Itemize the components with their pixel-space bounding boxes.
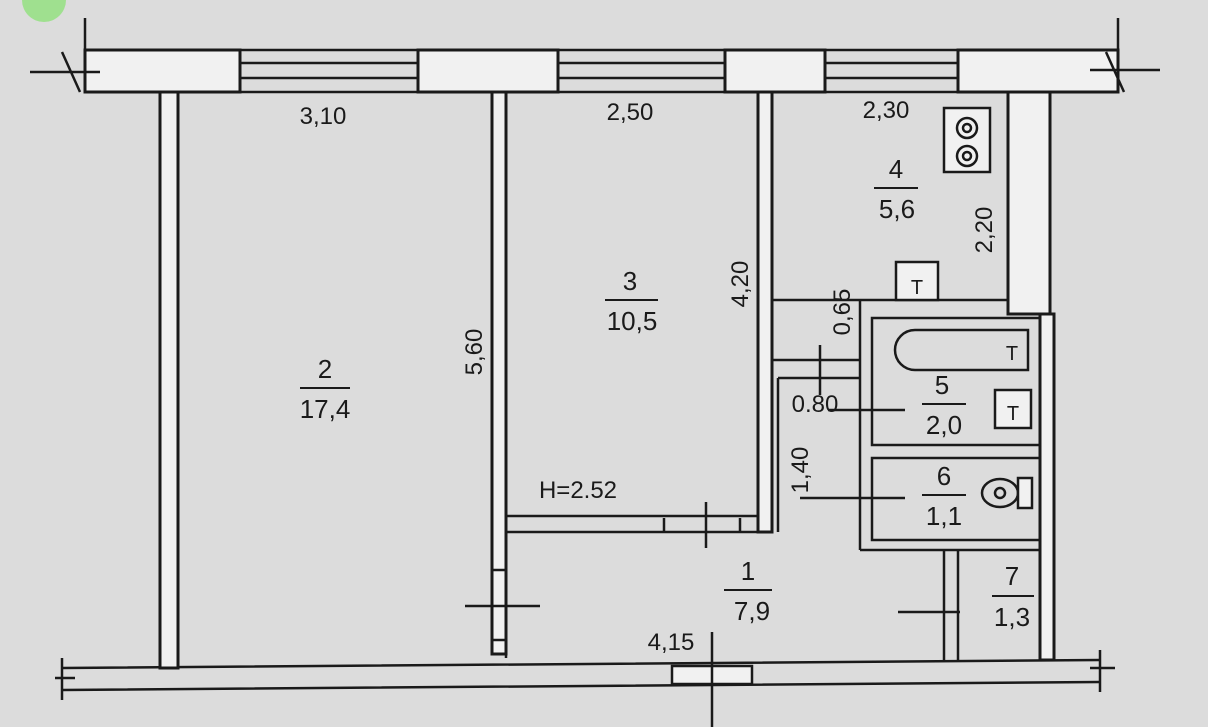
room-1-number: 1 bbox=[741, 556, 755, 586]
room-3-area: 10,5 bbox=[607, 306, 658, 336]
room-2-area: 17,4 bbox=[300, 394, 351, 424]
washbasin-tap: T bbox=[1007, 403, 1019, 425]
bathtub-icon: T bbox=[893, 328, 1030, 372]
room-5-label: 5 2,0 bbox=[922, 370, 966, 440]
dim-kitchen-depth: 2,20 bbox=[971, 207, 998, 254]
toilet-icon bbox=[980, 476, 1034, 510]
room-7-number: 7 bbox=[1005, 561, 1019, 591]
room-1-label: 1 7,9 bbox=[724, 556, 772, 626]
room-6-number: 6 bbox=[937, 461, 951, 491]
room-6-label: 6 1,1 bbox=[922, 461, 966, 531]
dim-hall-length: 4,15 bbox=[648, 629, 695, 656]
stove-icon bbox=[942, 106, 992, 174]
dim-room2-depth: 5,60 bbox=[461, 329, 488, 376]
room-4-area: 5,6 bbox=[879, 194, 915, 224]
bottom-exterior-wall bbox=[55, 632, 1115, 727]
room-2-label: 2 17,4 bbox=[300, 354, 351, 424]
dim-room3-depth: 4,20 bbox=[727, 261, 754, 308]
dim-bath-block-depth: 1,40 bbox=[787, 447, 814, 494]
ceiling-height: H=2.52 bbox=[539, 477, 617, 504]
top-exterior-wall bbox=[30, 18, 1160, 94]
room-6-area: 1,1 bbox=[926, 501, 962, 531]
room-7-label: 7 1,3 bbox=[992, 561, 1034, 632]
dim-passage-depth: 0,65 bbox=[829, 289, 856, 336]
room-4-number: 4 bbox=[889, 154, 903, 184]
room-1-area: 7,9 bbox=[734, 596, 770, 626]
room-7-area: 1,3 bbox=[994, 602, 1030, 632]
room-3-label: 3 10,5 bbox=[605, 266, 658, 336]
washbasin-icon: T bbox=[993, 388, 1033, 430]
walls bbox=[158, 90, 1056, 670]
room-5-number: 5 bbox=[935, 370, 949, 400]
bathtub-tap: T bbox=[1006, 343, 1018, 365]
room-3-number: 3 bbox=[623, 266, 637, 296]
dim-room2-width: 3,10 bbox=[300, 103, 347, 130]
dim-kitchen-width: 2,30 bbox=[863, 97, 910, 124]
dim-room3-width: 2,50 bbox=[607, 99, 654, 126]
room-5-area: 2,0 bbox=[926, 410, 962, 440]
room-2-number: 2 bbox=[318, 354, 332, 384]
kitchen-sink-tap: T bbox=[911, 277, 923, 299]
dim-passage-width: 0.80 bbox=[792, 391, 839, 418]
corner-marker bbox=[22, 0, 66, 22]
kitchen-sink-icon: T bbox=[894, 260, 940, 302]
room-4-label: 4 5,6 bbox=[874, 154, 918, 224]
